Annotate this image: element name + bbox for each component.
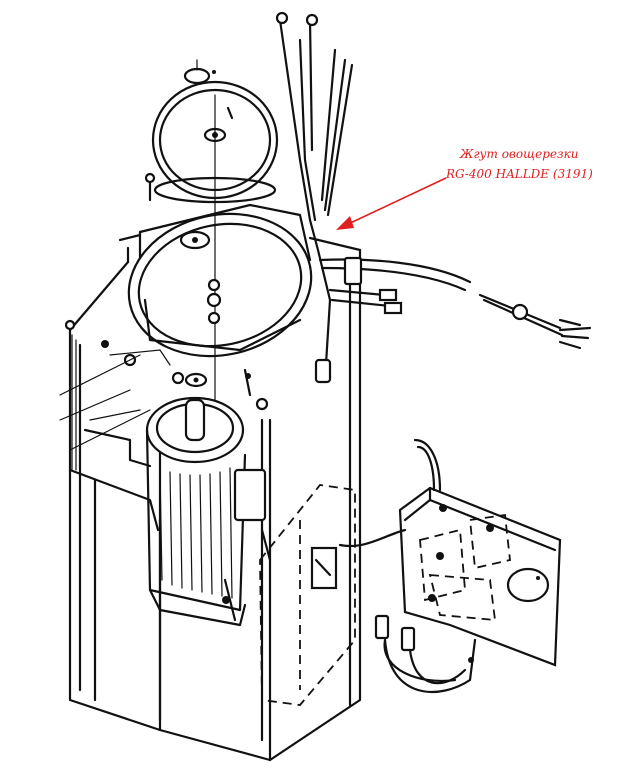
callout-arrowhead [336,216,354,230]
top-ring-collar [127,203,313,421]
lid-disc [151,59,279,231]
callout-label-line1: Жгут овощерезки [459,147,578,161]
wire-harness [118,11,592,384]
motor-unit [145,396,272,627]
dashed-electrical-box [259,484,356,706]
fasteners-group [59,172,269,451]
callout-label-line2: RG-400 HALLDE (3191) [445,167,593,181]
callout-arrow-line [343,177,447,227]
callout: Жгут овощерезки RG-400 HALLDE (3191) [336,147,593,230]
control-box [338,438,562,694]
